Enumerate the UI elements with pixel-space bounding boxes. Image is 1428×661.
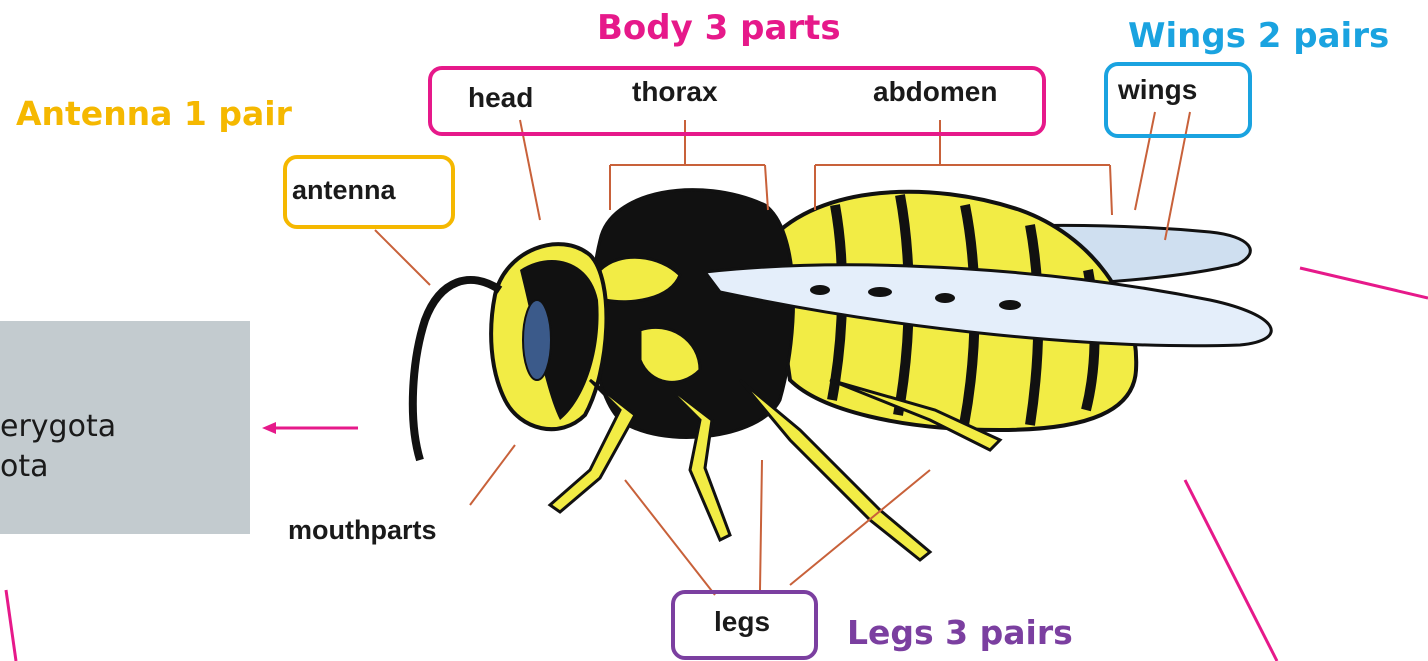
lower-left-pointer-line bbox=[6, 590, 16, 661]
antenna-shape bbox=[413, 280, 500, 460]
antenna-label: antenna bbox=[292, 175, 396, 206]
panel-arrowhead bbox=[262, 422, 276, 434]
legs-label: legs bbox=[714, 606, 770, 638]
right-pointer-line bbox=[1300, 268, 1428, 298]
eye-facets bbox=[523, 300, 551, 380]
antenna-pair-heading: Antenna 1 pair bbox=[16, 94, 292, 133]
abdomen-label: abdomen bbox=[873, 76, 997, 108]
wings-label: wings bbox=[1118, 74, 1197, 106]
head-label: head bbox=[468, 82, 533, 114]
mouthparts-leader bbox=[470, 445, 515, 505]
legs-pairs-heading: Legs 3 pairs bbox=[847, 613, 1073, 652]
lower-right-pointer-line bbox=[1185, 480, 1277, 661]
mouthparts-label: mouthparts bbox=[288, 515, 437, 546]
wings-pairs-heading: Wings 2 pairs bbox=[1128, 16, 1389, 56]
body-parts-heading: Body 3 parts bbox=[597, 8, 841, 48]
thorax-label: thorax bbox=[632, 76, 718, 108]
antenna-leader bbox=[375, 230, 430, 285]
